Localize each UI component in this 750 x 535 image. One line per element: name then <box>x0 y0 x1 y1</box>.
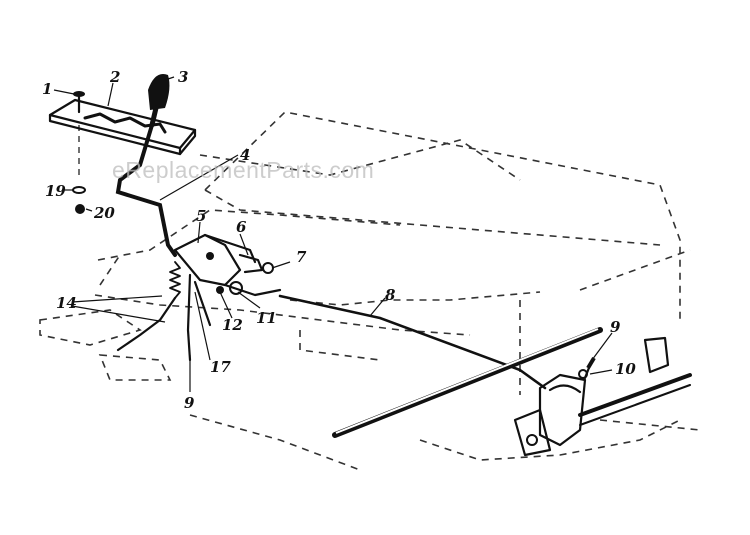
callout-6: 6 <box>236 218 247 236</box>
leader-lines <box>53 76 613 392</box>
callout-20: 20 <box>93 204 115 222</box>
callout-9-right: 9 <box>610 318 621 336</box>
callout-2: 2 <box>109 68 120 86</box>
callout-9-left: 9 <box>184 394 195 412</box>
shift-plate <box>48 98 197 156</box>
callout-17: 17 <box>210 358 231 376</box>
callout-5: 5 <box>196 207 206 225</box>
callout-3: 3 <box>178 68 188 86</box>
callout-labels: 1 2 3 4 5 6 7 8 9 10 11 12 14 17 9 19 20 <box>42 68 636 412</box>
callout-8: 8 <box>385 286 396 304</box>
callout-10: 10 <box>615 360 636 378</box>
callout-11: 11 <box>256 309 277 327</box>
transmission-bracket <box>513 336 692 457</box>
watermark-text: eReplacementParts.com <box>112 157 374 183</box>
bolt-and-nut <box>72 91 86 214</box>
callout-1: 1 <box>42 80 52 98</box>
linkage-assembly <box>116 233 282 362</box>
callout-12: 12 <box>222 316 243 334</box>
callout-4: 4 <box>240 146 250 164</box>
shift-lever <box>115 74 177 257</box>
callout-19: 19 <box>45 182 66 200</box>
shift-rod <box>278 294 603 438</box>
callout-7: 7 <box>296 248 307 266</box>
callout-14: 14 <box>56 294 77 312</box>
